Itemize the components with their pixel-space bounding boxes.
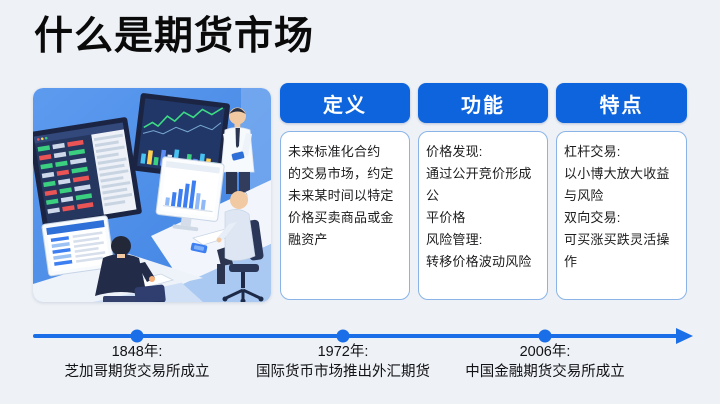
timeline-dot-1848 [130, 329, 144, 343]
arrowhead-icon [676, 328, 693, 344]
timeline-year: 1972年: [317, 344, 369, 360]
price-rows [37, 139, 94, 214]
timeline-label: 芝加哥期货交易所成立 [64, 364, 210, 380]
slide-title: 什么是期货市场 [34, 15, 315, 58]
features-card: 杠杆交易: 以小博大放大收益 与风险 双向交易: 可买涨买跌灵活操作 [556, 131, 687, 300]
trading-floor-art [33, 88, 271, 302]
timeline-dot-2006 [538, 329, 552, 343]
market-data-monitor [33, 117, 142, 236]
white-table-monitor [41, 215, 115, 277]
definition-text: 未来标准化合约 的交易市场，约定 未来某时间以特定 价格买卖商品或金 融资产 [288, 144, 394, 248]
timeline-item-1848: 1848年: 芝加哥期货交易所成立 [27, 342, 247, 382]
trading-floor-illustration [33, 88, 271, 302]
function-header-badge: 功能 [418, 83, 548, 123]
timeline-label: 中国金融期货交易所成立 [465, 364, 625, 380]
phone [190, 242, 208, 254]
timeline-year: 1848年: [111, 344, 163, 360]
timeline-year: 2006年: [519, 344, 571, 360]
definition-card: 未来标准化合约 的交易市场，约定 未来某时间以特定 价格买卖商品或金 融资产 [280, 131, 410, 300]
timeline-arrow [33, 328, 693, 344]
timeline-label: 国际货币市场推出外汇期货 [256, 364, 430, 380]
function-text: 价格发现: 通过公开竞价形成公 平价格 风险管理: 转移价格波动风险 [426, 144, 532, 270]
column-features: 特点 杠杆交易: 以小博大放大收益 与风险 双向交易: 可买涨买跌灵活操作 [556, 83, 687, 300]
column-definition: 定义 未来标准化合约 的交易市场，约定 未来某时间以特定 价格买卖商品或金 融资… [280, 83, 410, 300]
features-text: 杠杆交易: 以小博大放大收益 与风险 双向交易: 可买涨买跌灵活操作 [564, 144, 670, 270]
timeline-dot-1972 [336, 329, 350, 343]
features-header-badge: 特点 [556, 83, 687, 123]
function-card: 价格发现: 通过公开竞价形成公 平价格 风险管理: 转移价格波动风险 [418, 131, 548, 300]
timeline-item-1972: 1972年: 国际货币市场推出外汇期货 [233, 342, 453, 382]
standing-analyst [220, 107, 255, 194]
chair-back [134, 284, 166, 302]
chart-monitor [131, 93, 230, 192]
definition-header-badge: 定义 [280, 83, 410, 123]
seated-trader-left [95, 236, 155, 302]
timeline-item-2006: 2006年: 中国金融期货交易所成立 [435, 342, 655, 382]
column-function: 功能 价格发现: 通过公开竞价形成公 平价格 风险管理: 转移价格波动风险 [418, 83, 548, 300]
white-chart-monitor [155, 156, 225, 232]
seated-trader-right [216, 189, 256, 284]
